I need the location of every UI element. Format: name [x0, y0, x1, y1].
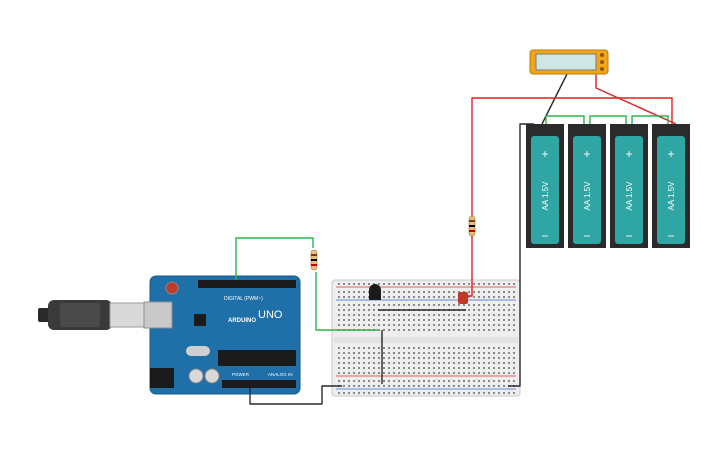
- battery-link-3: [631, 115, 669, 124]
- red-wire-led: [467, 97, 673, 297]
- analog-label: ANALOG IN: [268, 372, 293, 377]
- uno-model-text: UNO: [258, 309, 283, 321]
- transistor[interactable]: [369, 284, 381, 300]
- battery-minus-label: −: [541, 229, 548, 243]
- power-jack: [150, 368, 174, 388]
- digital-header-label: DIGITAL (PWM~): [224, 296, 263, 302]
- breadboard-holes[interactable]: [338, 283, 515, 394]
- atmega-chip: [218, 350, 296, 366]
- battery-voltage-label: AA 1.5V: [541, 181, 550, 211]
- usb-jack: [143, 301, 173, 329]
- battery-voltage-label: AA 1.5V: [583, 181, 592, 211]
- battery-voltage-label: AA 1.5V: [625, 181, 634, 211]
- battery-plus-label: +: [667, 147, 674, 161]
- battery-voltage-label: AA 1.5V: [667, 181, 676, 211]
- arduino-uno-board[interactable]: DIGITAL (PWM~) ARDUINO UNO POWER ANALOG …: [143, 275, 301, 395]
- multimeter-display: [535, 53, 597, 71]
- power-analog-header[interactable]: [222, 380, 296, 388]
- resistor-1[interactable]: [310, 249, 318, 271]
- battery-link-1: [545, 115, 585, 124]
- multimeter[interactable]: [529, 49, 609, 75]
- battery-2[interactable]: + − AA 1.5V: [568, 124, 606, 248]
- black-wire-gnd: [249, 385, 342, 405]
- battery-minus-label: −: [667, 229, 674, 243]
- battery-pack[interactable]: + − AA 1.5V + − AA 1.5V + − AA 1.5V + − AA 1.5V: [526, 124, 690, 248]
- battery-link-2: [589, 115, 627, 124]
- power-label: POWER: [232, 372, 250, 377]
- battery-plus-label: +: [625, 147, 632, 161]
- digital-header[interactable]: [198, 280, 296, 288]
- breadboard[interactable]: [331, 279, 521, 397]
- battery-minus-label: −: [625, 229, 632, 243]
- battery-3[interactable]: + − AA 1.5V: [610, 124, 648, 248]
- red-wire-meter: [595, 72, 677, 125]
- battery-4[interactable]: + − AA 1.5V: [652, 124, 690, 248]
- battery-plus-label: +: [583, 147, 590, 161]
- arduino-logo-text: ARDUINO: [228, 318, 256, 324]
- green-wire: [235, 237, 314, 280]
- battery-plus-label: +: [541, 147, 548, 161]
- usb-cable[interactable]: [38, 300, 147, 330]
- green-wire-2: [315, 272, 378, 331]
- battery-minus-label: −: [583, 229, 590, 243]
- resistor-2[interactable]: [468, 215, 476, 237]
- battery-1[interactable]: + − AA 1.5V: [526, 124, 564, 248]
- led[interactable]: [458, 292, 468, 304]
- reset-button[interactable]: [165, 281, 179, 295]
